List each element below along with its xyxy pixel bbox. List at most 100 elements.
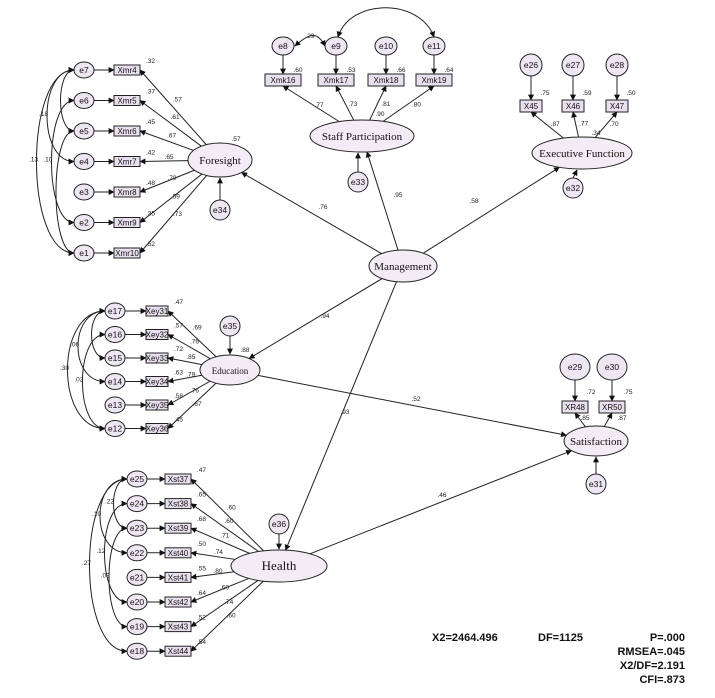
health-loading-6 xyxy=(190,577,249,603)
disturbance-health-label: e36 xyxy=(272,519,286,529)
education-cov-label-3: .02 xyxy=(74,377,83,384)
foresight-error-label-5: e3 xyxy=(79,187,89,197)
satisfaction-indicator-label-1: XR48 xyxy=(565,403,586,412)
exec-r2-2: .59 xyxy=(582,90,591,97)
foresight-indicator-1 xyxy=(113,64,141,76)
exec-load-1: .87 xyxy=(551,121,560,128)
staff-cov-label-2: .90 xyxy=(375,111,384,118)
disturbance-staff-label: e33 xyxy=(351,177,365,187)
staff-loading-3 xyxy=(369,85,387,121)
latent-foresight-label: Foresight xyxy=(199,155,241,167)
latent-satisfaction-label: Satisfaction xyxy=(570,436,622,448)
staff-load-3: .81 xyxy=(381,101,390,108)
fit-x2: X2=2464.496 xyxy=(432,632,498,644)
health-load-8: .60 xyxy=(227,613,236,620)
exec-error-3 xyxy=(605,53,629,77)
foresight-r2-4: .42 xyxy=(146,150,155,157)
education-error-label-5: e13 xyxy=(108,400,122,410)
exec-loading-2 xyxy=(571,111,579,138)
fit-x2df: X2/DF=2.191 xyxy=(619,660,685,672)
health-indicator-1 xyxy=(164,473,192,485)
foresight-loading-4 xyxy=(139,158,189,165)
foresight-loading-6 xyxy=(139,173,203,223)
education-error-3 xyxy=(104,349,126,367)
staff-error-3 xyxy=(374,36,398,56)
latent-health-label: Health xyxy=(262,558,297,573)
foresight-load-1: .57 xyxy=(173,97,182,104)
education-error-label-4: e14 xyxy=(108,377,122,387)
education-error-label-2: e16 xyxy=(108,330,122,340)
staff-loading-4 xyxy=(382,85,435,122)
latent-staff-participation xyxy=(309,119,415,153)
foresight-error-label-2: e6 xyxy=(79,96,89,106)
health-r2-5: .55 xyxy=(197,565,206,572)
staff-indicator-3 xyxy=(367,73,405,87)
path-mg-exec-label: .58 xyxy=(469,198,478,205)
health-error-4 xyxy=(126,544,148,562)
health-load-6: .60 xyxy=(220,584,229,591)
health-cov-4 xyxy=(108,525,128,630)
health-load-5: .80 xyxy=(213,568,222,575)
education-error-4 xyxy=(104,373,126,390)
foresight-cov-4 xyxy=(55,128,75,256)
satisfaction-indicator-2 xyxy=(598,400,626,414)
path-mg-foresight xyxy=(241,172,382,255)
foresight-error-1 xyxy=(73,61,95,79)
foresight-indicator-5 xyxy=(113,186,141,198)
health-loading-5 xyxy=(190,571,235,580)
health-indicator-label-7: Xst43 xyxy=(168,623,189,632)
exec-indicator-label-2: X46 xyxy=(566,102,581,111)
fit-p: P=.000 xyxy=(649,632,685,644)
path-health-sat xyxy=(309,449,573,555)
foresight-indicator-label-7: Xmr10 xyxy=(115,249,139,258)
staff-indicator-label-1: Xmk16 xyxy=(271,76,296,85)
education-cov-1 xyxy=(67,308,106,432)
health-loading-4 xyxy=(190,550,236,560)
education-load-4: .79 xyxy=(186,372,195,379)
health-cov-3 xyxy=(104,500,128,605)
foresight-error-2 xyxy=(73,92,95,109)
education-r2: .88 xyxy=(240,347,249,354)
foresight-loading-5 xyxy=(139,169,195,193)
education-indicator-label-6: Xey36 xyxy=(146,425,169,434)
exec-indicator-label-3: X47 xyxy=(610,102,625,111)
education-error-label-3: e15 xyxy=(108,353,122,363)
latent-management xyxy=(368,249,438,283)
health-cov-label-2: .10 xyxy=(92,511,101,518)
satisfaction-indicator-1 xyxy=(561,400,589,414)
fit-rmsea: RMSEA=.045 xyxy=(617,646,685,658)
foresight-r2-5: .48 xyxy=(146,180,155,187)
education-indicator-label-5: Xey35 xyxy=(146,401,169,410)
health-cov-1 xyxy=(89,476,128,655)
disturbance-exec-arrow xyxy=(571,169,578,179)
staff-indicator-2 xyxy=(317,73,355,87)
foresight-error-3 xyxy=(73,122,95,140)
satisfaction-error-label-2: e30 xyxy=(605,362,619,372)
education-cov-label-2: .06 xyxy=(70,341,79,348)
health-r2-6: .64 xyxy=(197,590,206,597)
staff-load-1: .77 xyxy=(315,102,324,109)
staff-error-label-1: e8 xyxy=(278,41,288,51)
path-health-sat-label: .46 xyxy=(437,492,446,499)
health-error-label-7: e19 xyxy=(130,622,144,632)
health-error-3 xyxy=(126,519,148,537)
satisfaction-loading-1 xyxy=(574,412,586,428)
health-cov-5 xyxy=(113,476,128,532)
path-mg-exec xyxy=(423,166,560,254)
exec-error-label-2: e27 xyxy=(566,60,580,70)
staff-r2-1: .60 xyxy=(293,67,302,74)
path-edu-sat-label: .52 xyxy=(411,396,420,403)
foresight-error-4 xyxy=(73,153,95,170)
path-mg-health-label: .93 xyxy=(340,409,349,416)
education-load-6: .67 xyxy=(193,401,202,408)
foresight-r2-7: .52 xyxy=(146,241,155,248)
health-indicator-label-3: Xst39 xyxy=(168,524,189,533)
health-error-label-5: e21 xyxy=(130,572,144,582)
foresight-cov-label-1: .13 xyxy=(29,157,38,164)
disturbance-satisfaction xyxy=(585,473,607,495)
staff-load-2: .73 xyxy=(348,101,357,108)
foresight-loading-3 xyxy=(139,130,194,151)
education-loading-6 xyxy=(167,382,217,429)
education-error-label-1: e17 xyxy=(108,306,122,316)
